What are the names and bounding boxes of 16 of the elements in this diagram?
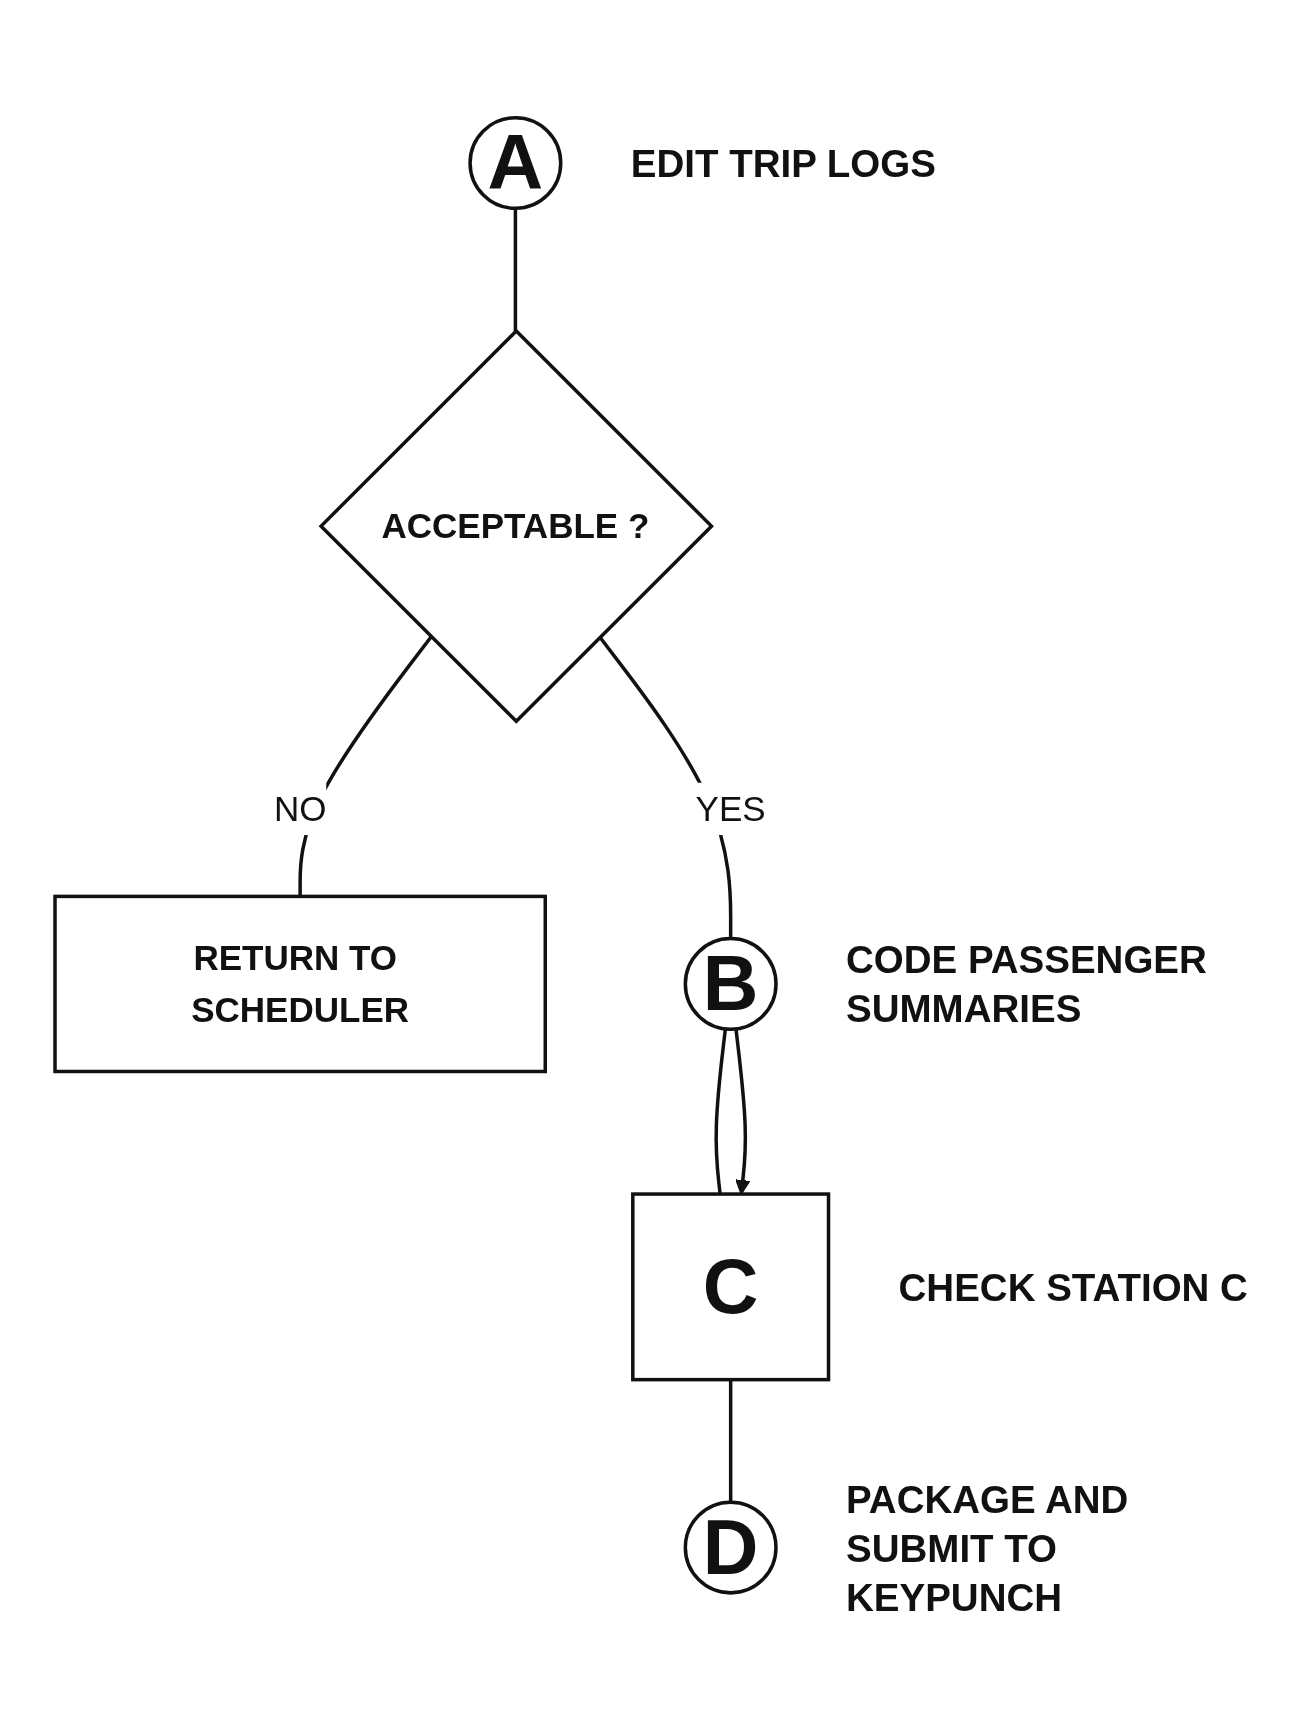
node-caption: PACKAGE AND SUBMIT TO KEYPUNCH (846, 1477, 1129, 1619)
node-caption: CODE PASSENGER SUMMARIES (846, 938, 1207, 1031)
edge-label: YES (695, 789, 766, 829)
node-caption: CHECK STATION C (898, 1265, 1248, 1309)
arrow (734, 1028, 751, 1195)
node-caption: EDIT TRIP LOGS (630, 142, 936, 186)
node-box: C (631, 1192, 831, 1382)
connector (714, 1028, 728, 1195)
connector (728, 1379, 733, 1503)
node-diamond: ACCEPTABLE ? (318, 328, 714, 724)
connector (513, 208, 518, 331)
node-circle: A (468, 115, 563, 211)
node-circle: D (683, 1500, 778, 1595)
edge-label: NO (273, 789, 327, 829)
node-circle: B (683, 936, 778, 1032)
node-box: RETURN TO SCHEDULER (53, 894, 547, 1074)
